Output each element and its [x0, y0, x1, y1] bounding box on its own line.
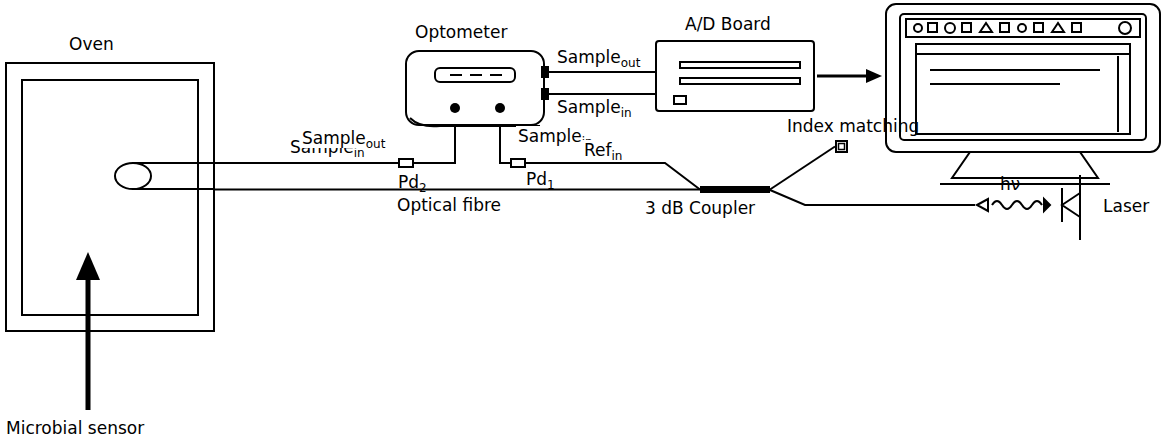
laser-symbol: [1079, 175, 1081, 240]
photodetector: Pd1: [510, 158, 526, 168]
ad-board-slots: [674, 96, 686, 104]
computer-monitor: [906, 19, 1140, 37]
signal-label: Samplein: [555, 97, 634, 117]
optometer-panel: [435, 68, 515, 82]
laser-symbol: [977, 175, 1080, 240]
oven-interior: [22, 80, 215, 315]
subscript: 1: [547, 178, 555, 192]
computer-monitor: [980, 23, 992, 32]
ad-board-slots: [674, 62, 800, 104]
oven-interior: [133, 188, 215, 190]
computer-monitor: [928, 23, 937, 32]
signal-label: Sampleout: [300, 128, 387, 148]
computer-monitor: [886, 4, 1160, 152]
subscript: 2: [419, 181, 427, 195]
optical-fibre: [414, 126, 455, 163]
callout-label: Microbial sensor: [6, 418, 144, 438]
computer-monitor: [1072, 23, 1081, 32]
computer-monitor: [914, 24, 922, 32]
optometer-panel: [490, 74, 502, 76]
subscript: in: [354, 146, 365, 160]
oven-interior: [115, 163, 151, 189]
optical-fibre: [770, 147, 835, 190]
optometer-ports: [450, 103, 460, 113]
node-label: Laser: [1103, 196, 1149, 216]
optical-fibre: [545, 71, 655, 73]
ad-board-slots: [680, 62, 800, 68]
computer-monitor: [930, 69, 1100, 71]
ad-board: A/D Board: [655, 40, 815, 112]
optical-fibre: [770, 190, 975, 205]
microbial-arrow: [86, 276, 91, 410]
signal-label: Refin: [582, 140, 624, 160]
node-label: Pd2: [398, 172, 427, 192]
index-matching-inner: [839, 144, 845, 150]
index-matching-end: Index matching: [835, 140, 848, 153]
optical-fibre: [215, 189, 700, 191]
optical-fibre: [545, 93, 655, 95]
node-label: 3 dB Coupler: [645, 198, 755, 218]
computer-monitor: [886, 4, 1160, 184]
oven-interior: [22, 80, 198, 315]
laser-symbol: [1062, 193, 1080, 217]
optometer-panel: [410, 68, 540, 126]
computer-monitor: [1052, 23, 1064, 32]
index-matching-inner: [839, 144, 845, 150]
microbial-arrow: [76, 252, 100, 280]
computer-monitor: [1000, 23, 1009, 32]
fibre-coupler: 3 dB Coupler: [700, 186, 770, 193]
optometer-device: Optometer: [405, 50, 545, 126]
computer-monitor: [1034, 23, 1043, 32]
computer-monitor: [940, 183, 1110, 185]
photon-symbol: hν: [1000, 174, 1020, 194]
ad-board-slots: [680, 78, 800, 84]
node-label: Pd1: [526, 169, 555, 189]
computer-monitor: [952, 152, 1098, 178]
computer-monitor: [962, 23, 971, 32]
oven-interior: [133, 162, 215, 164]
signal-label: Sampleout: [555, 47, 642, 67]
optometer-panel: [470, 74, 482, 76]
subscript: out: [366, 137, 386, 151]
computer-monitor: [1119, 22, 1131, 34]
optometer-ports: [495, 103, 505, 113]
computer-monitor: [916, 44, 1130, 134]
laser-symbol: [977, 199, 988, 211]
computer-monitor: [945, 23, 955, 33]
computer-monitor: [1018, 24, 1026, 32]
optical-fibre: [500, 126, 510, 163]
node-label: Index matching: [787, 116, 919, 136]
node-label: Oven: [69, 34, 114, 54]
node-label: Optometer: [415, 22, 507, 42]
signal-label: Optical fibre: [395, 195, 503, 215]
subscript: in: [612, 149, 623, 163]
oven-box: Oven: [5, 62, 215, 332]
laser-symbol: [1044, 199, 1050, 211]
output-arrow: [817, 69, 882, 83]
computer-monitor: [930, 83, 1060, 85]
output-arrow: [817, 75, 868, 78]
laser-symbol: [992, 201, 1042, 209]
computer-monitor: [900, 14, 1146, 140]
optometer-ports: [450, 66, 549, 113]
optical-fibre: [215, 162, 398, 164]
computer-monitor: [916, 53, 1130, 55]
node-label: A/D Board: [685, 14, 771, 34]
optometer-panel: [450, 74, 462, 76]
subscript: out: [621, 56, 641, 70]
subscript: in: [621, 106, 632, 120]
output-arrow: [866, 69, 882, 83]
computer-monitor: [1117, 56, 1119, 132]
photodetector: Pd2: [398, 158, 414, 168]
